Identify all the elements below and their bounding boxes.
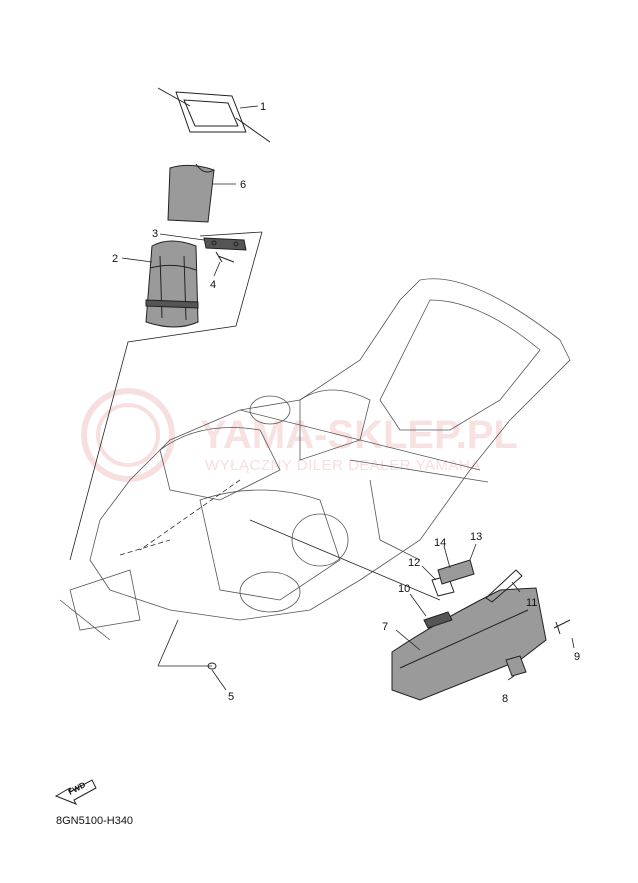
reference-code: 8GN5100-H340 [56,815,133,827]
watermark-logo-inner [96,403,160,467]
callout-7: 7 [382,621,388,633]
callout-10: 10 [398,583,410,595]
part-8-plate [505,655,527,677]
callout-14: 14 [434,537,446,549]
part-10-reflector [423,611,453,629]
callout-numbers: 1 2 3 4 5 6 7 8 9 10 11 12 13 14 [112,101,580,705]
callout-13: 13 [470,531,482,543]
part-7-flap [391,587,547,701]
callout-3: 3 [152,228,158,240]
watermark: YAMA-SKLEP.PL WYŁĄCZNY DILER DEALER YAMA… [81,388,518,482]
part-4-screw [215,251,235,263]
callout-12: 12 [408,557,420,569]
watermark-title: YAMA-SKLEP.PL [200,413,518,457]
callout-4: 4 [210,279,216,291]
part-14-label [437,559,475,585]
callout-9: 9 [574,651,580,663]
part-11-strap [485,569,523,603]
part-9-bolt [553,619,571,635]
callout-6: 6 [240,179,246,191]
watermark-logo [81,388,175,482]
callout-5: 5 [228,691,234,703]
leader-lines [121,105,575,691]
fwd-arrow-icon: FWD [54,779,97,805]
part-6-cover [167,163,215,223]
part-1-frame [157,87,271,143]
part-3-bracket [203,237,247,251]
callout-1: 1 [260,101,266,113]
callout-11: 11 [526,597,537,609]
part-2-bag [145,240,199,328]
callout-2: 2 [112,253,118,265]
callout-8: 8 [502,693,508,705]
